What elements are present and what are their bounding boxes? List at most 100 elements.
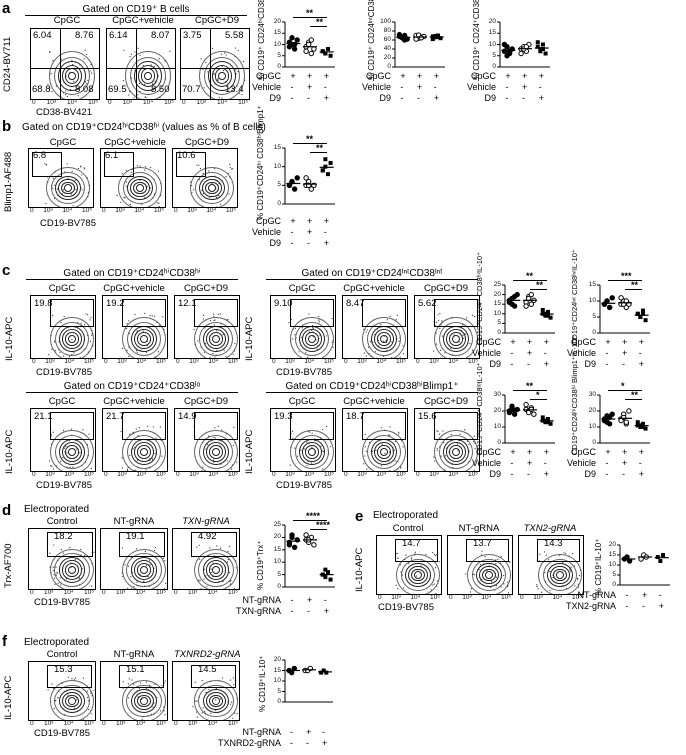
contour-ring [137,694,151,708]
event-dot [65,445,67,447]
event-dot [82,689,85,691]
event-dot [142,331,144,333]
event-dot [374,351,376,353]
event-dot [196,700,198,702]
facs-title: Control [392,523,424,534]
event-dot [66,452,68,454]
gate-box [50,299,95,328]
significance-stars: ** [526,381,534,391]
event-dot [481,550,483,552]
event-dot [69,466,71,468]
facs-title: CpGC [53,15,81,26]
y-tick-label: 0 [497,439,501,446]
event-dot [499,562,502,564]
contour-ring [451,447,461,457]
event-dot [50,185,53,187]
contour-ring [302,329,322,349]
contour-ring [209,332,223,346]
event-dot [52,468,55,470]
event-dot [459,433,461,435]
panel-header: Gated on CD19⁺CD24ᴵⁿᵗCD38ᴵⁿᵗ [301,268,443,279]
event-dot [332,340,334,342]
event-dot [437,319,440,321]
facs-x-tick: 10⁴ [481,594,492,601]
contour-ring [129,56,167,96]
contour-ring [67,71,77,81]
event-dot [154,82,156,84]
panel-letter-d: d [2,502,12,519]
treatment-mark: + [323,238,330,248]
event-dot [164,714,166,716]
event-dot [77,448,79,450]
event-dot [53,687,55,690]
event-dot [198,164,200,166]
event-dot [142,330,144,332]
event-dot [210,568,212,570]
event-dot [127,683,130,685]
event-dot [434,460,436,462]
event-dot [400,467,402,469]
event-dot [224,52,226,54]
event-dot [429,577,431,579]
event-dot [218,195,220,197]
data-point [540,42,545,47]
event-dot [380,465,383,467]
treatment-mark: + [323,71,330,81]
treatment-label: NT-gRNA [577,590,616,600]
contour-ring [202,178,222,198]
facs-x-tick: 10³ [285,471,295,478]
event-dot [410,557,413,559]
event-dot [386,319,388,321]
data-point [545,417,550,421]
event-dot [507,592,510,594]
event-dot [304,449,306,451]
event-dot [307,450,309,452]
y-tick-label: 10 [493,423,501,430]
contour-ring [294,434,330,470]
event-dot [495,576,498,578]
treatment-label: Vehicle [566,458,596,468]
event-dot [229,167,231,169]
significance-bracket [310,26,327,27]
event-dot [208,170,210,172]
facs-x-tick: 10⁵ [156,720,166,727]
event-dot [54,341,56,343]
event-dot [129,90,131,93]
event-dot [199,167,202,170]
treatment-mark: + [433,71,440,81]
treatment-mark: - [323,227,327,237]
event-dot [136,351,138,353]
event-dot [90,467,92,469]
facs-x-tick: 10⁵ [228,471,238,478]
contour-ring [467,554,511,594]
significance-stars: * [536,390,540,400]
event-dot [213,319,215,322]
gate-value: 21.7 [106,411,125,422]
event-dot [465,333,467,335]
event-dot [70,470,72,471]
contour-ring [49,680,95,720]
panel-header: Gated on CD19⁺CD24ʰⁱCD38ʰⁱ [63,268,201,279]
event-dot [497,558,499,561]
treatment-mark: - [306,738,309,748]
event-dot [236,697,238,700]
event-dot [201,180,203,182]
treatment-mark: + [642,590,648,600]
significance-stars: *** [621,271,632,281]
event-dot [149,684,151,686]
significance-bracket [530,289,547,290]
data-point [291,46,298,52]
event-dot [71,434,73,436]
gate-box [119,532,166,557]
panel-letter-c: c [2,262,11,279]
contour-ring [194,171,230,205]
y-tick-label: 0 [277,583,281,590]
event-dot [65,90,67,92]
contour-ring [58,688,86,714]
event-dot [198,544,200,546]
facs-title: TXN2-gRNA [523,523,577,534]
event-dots [122,678,166,720]
quadrant-hline [181,67,249,69]
event-dot [226,561,229,563]
